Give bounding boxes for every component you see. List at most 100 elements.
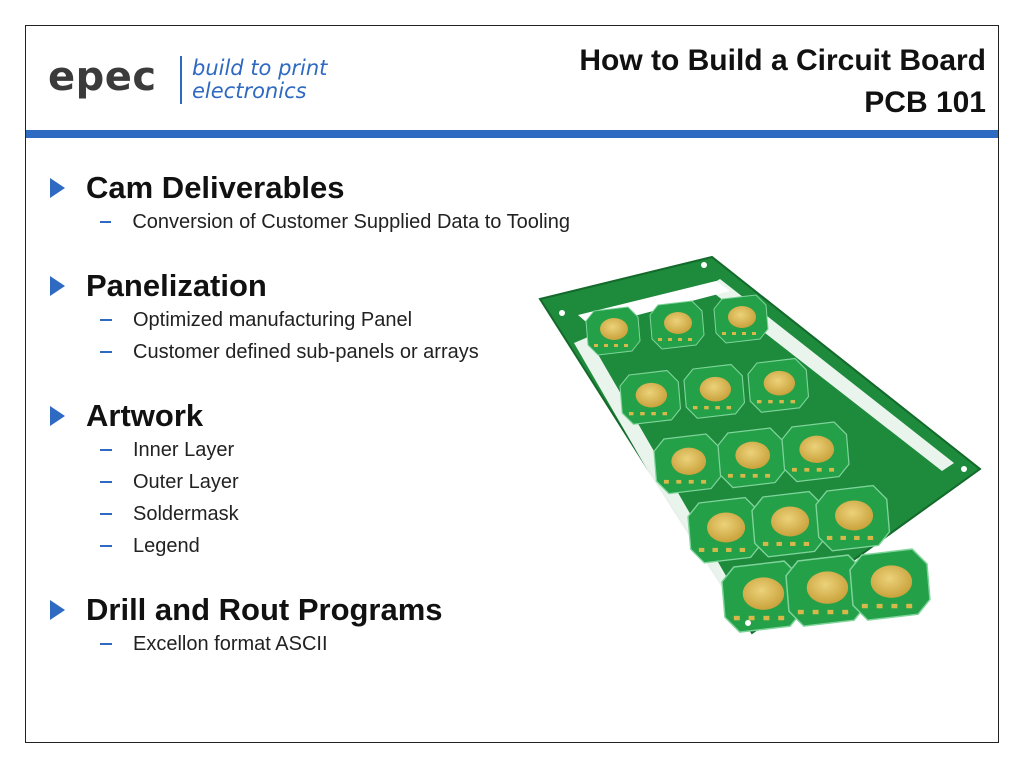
pcb-small-pad [668,338,672,341]
triangle-right-icon [50,406,65,426]
pcb-gold-pad [835,500,874,531]
slide-title-line2: PCB 101 [864,86,986,119]
bullet-list: Cam Deliverables Conversion of Customer … [50,170,570,690]
pcb-board [687,496,763,564]
heading-text: Drill and Rout Programs [86,592,443,627]
list-item-text: Excellon format ASCII [133,632,328,655]
tooling-hole [559,310,565,316]
tooling-hole [961,466,967,472]
pcb-board [785,554,867,627]
pcb-small-pad [779,399,784,404]
pcb-small-pad [624,344,628,347]
list-item: Inner Layer [50,434,570,466]
tooling-hole [745,620,751,626]
list-item-text: Soldermask [133,502,239,525]
pcb-board [721,560,803,633]
pcb-small-pad [726,405,732,410]
pcb-board [653,433,722,495]
list-item: Customer defined sub-panels or arrays [50,336,570,368]
list-item-text: Inner Layer [133,438,235,461]
section-panelization: Panelization Optimized manufacturing Pan… [50,268,570,368]
list-item-text: Optimized manufacturing Panel [133,308,413,331]
pcb-gold-pad [806,571,849,604]
slide-title: How to Build a Circuit Board PCB 101 [579,40,986,124]
pcb-small-pad [732,332,736,335]
pcb-small-pad [762,541,769,546]
pcb-small-pad [867,535,874,540]
pcb-small-pad [594,344,598,347]
pcb-small-pad [739,547,746,552]
pcb-small-pad [804,467,810,472]
pcb-board [713,294,769,344]
pcb-board [683,363,746,419]
pcb-board [747,357,810,413]
dash-icon [100,481,112,483]
list-item: Optimized manufacturing Panel [50,304,570,336]
pcb-small-pad [826,535,833,540]
pcb-small-pad [840,535,846,540]
pcb-boards [585,294,931,633]
pcb-small-pad [688,479,694,484]
pcb-board [849,548,931,621]
pcb-board [781,421,850,483]
tooling-hole [701,262,707,268]
section-heading: Drill and Rout Programs [50,592,570,628]
slide-title-line1: How to Build a Circuit Board [579,44,986,77]
heading-text: Panelization [86,268,267,303]
pcb-small-pad [790,541,796,546]
pcb-small-pad [816,467,822,472]
pcb-small-pad [829,467,835,472]
slide: epec build to print electronics How to B… [25,25,999,743]
logo-tagline-line1: build to print [192,56,328,80]
pcb-small-pad [791,467,797,472]
pcb-small-pad [790,399,796,404]
heading-text: Cam Deliverables [86,170,345,205]
pcb-small-pad [651,411,656,416]
pcb-small-pad [861,603,868,609]
pcb-gold-pad [763,370,796,396]
logo-divider [180,56,182,104]
list-item: Excellon format ASCII [50,628,570,660]
pcb-gold-pad [600,318,628,340]
pcb-small-pad [842,609,849,615]
pcb-small-pad [763,615,770,621]
pcb-board [717,427,786,489]
pcb-small-pad [662,411,668,416]
triangle-right-icon [50,600,65,620]
pcb-small-pad [797,609,804,615]
section-artwork: Artwork Inner Layer Outer Layer Solderma… [50,398,570,562]
pcb-small-pad [803,541,810,546]
section-cam-deliverables: Cam Deliverables Conversion of Customer … [50,170,570,238]
dash-icon [100,545,112,547]
list-item: Conversion of Customer Supplied Data to … [50,206,570,238]
pcb-gold-pad [664,312,692,334]
pcb-small-pad [752,332,756,335]
pcb-gold-pad [707,512,746,543]
logo-wordmark: epec [48,54,157,100]
pcb-small-pad [701,479,707,484]
list-item: Soldermask [50,498,570,530]
dash-icon [100,319,112,321]
pcb-board [619,369,682,425]
pcb-small-pad [742,332,746,335]
pcb-small-pad [727,473,733,478]
pcb-small-pad [712,547,718,552]
pcb-small-pad [756,399,762,404]
pcb-small-pad [640,411,645,416]
title-rule [26,130,998,138]
section-drill-rout: Drill and Rout Programs Excellon format … [50,592,570,660]
dash-icon [100,513,112,515]
heading-text: Artwork [86,398,204,433]
dash-icon [100,643,112,645]
list-item: Outer Layer [50,466,570,498]
pcb-small-pad [628,411,634,416]
list-item-text: Legend [133,534,200,557]
pcb-small-pad [658,338,662,341]
pcb-gold-pad [742,577,785,610]
pcb-small-pad [604,344,608,347]
pcb-small-pad [854,535,860,540]
list-item-text: Customer defined sub-panels or arrays [133,340,479,363]
pcb-small-pad [827,609,834,615]
pcb-small-pad [688,338,692,341]
pcb-small-pad [906,603,913,609]
